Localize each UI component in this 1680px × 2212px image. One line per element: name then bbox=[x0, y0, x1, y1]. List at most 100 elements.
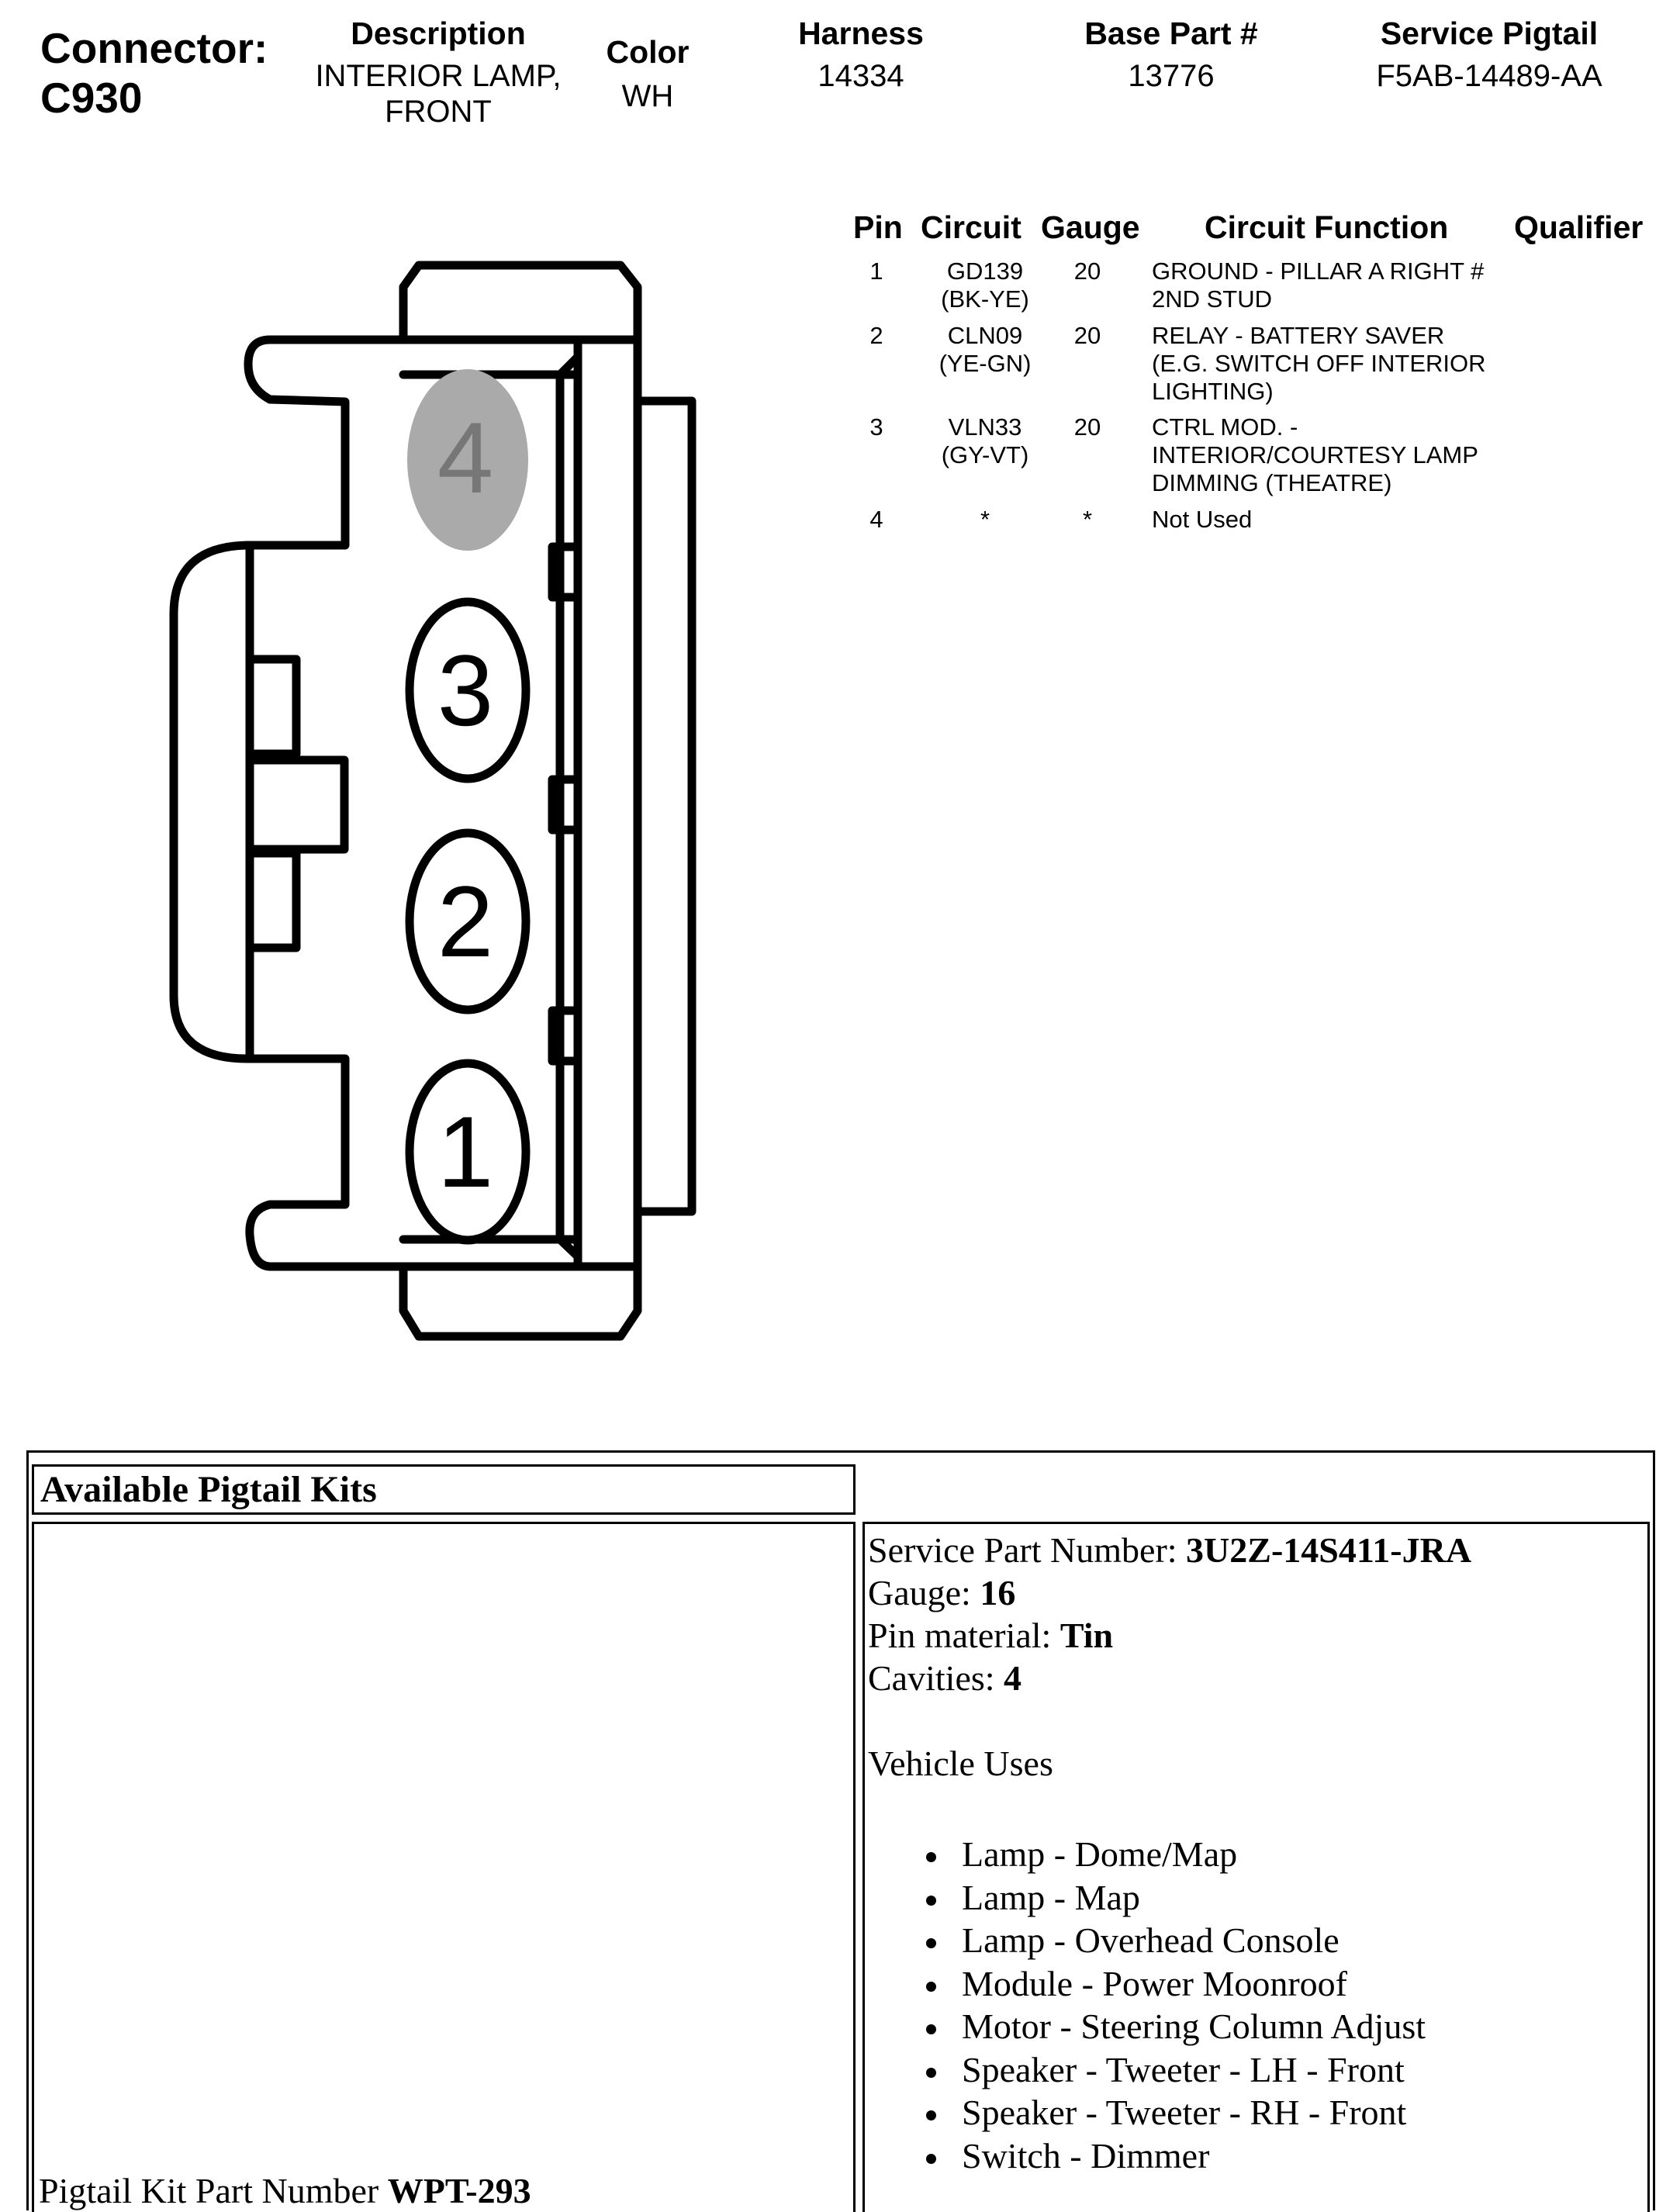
list-item: Lamp - Overhead Console bbox=[868, 1919, 1647, 1962]
latch-block-upper bbox=[245, 655, 301, 759]
circuit-color: (YE-GN) bbox=[939, 350, 1032, 377]
bottom-cap bbox=[399, 1262, 642, 1341]
bullet-icon bbox=[926, 2110, 936, 2120]
circuit-color: (BK-YE) bbox=[941, 285, 1029, 313]
service-pigtail-label: Service Pigtail bbox=[1380, 16, 1599, 51]
gauge-value: 20 bbox=[1073, 322, 1101, 349]
pigtail-section-title-cell: Available Pigtail Kits bbox=[32, 1464, 856, 1515]
connector-id: C930 bbox=[40, 74, 143, 122]
list-item: Lamp - Map bbox=[868, 1876, 1647, 1920]
cavity-1: 1 bbox=[405, 1059, 531, 1245]
description-value-line2: FRONT bbox=[385, 95, 492, 129]
harness-column: Harness 14334 bbox=[745, 16, 977, 94]
pigtail-kit-part-number: Pigtail Kit Part Number WPT-293 bbox=[39, 2169, 531, 2212]
circuit-function: RELAY - BATTERY SAVER (E.G. SWITCH OFF I… bbox=[1152, 322, 1555, 406]
function-line: DIMMING (THEATRE) bbox=[1152, 469, 1392, 496]
cavity-3: 3 bbox=[405, 597, 531, 783]
circuit-id: VLN33 bbox=[948, 413, 1022, 441]
list-item: Speaker - Tweeter - RH - Front bbox=[868, 2091, 1647, 2134]
list-item: Switch - Dimmer bbox=[868, 2134, 1647, 2178]
harness-label: Harness bbox=[798, 16, 924, 51]
gauge: Gauge: 16 bbox=[868, 1571, 1647, 1614]
right-rail bbox=[633, 396, 697, 1216]
gauge-value: 16 bbox=[980, 1573, 1016, 1612]
function-line: GROUND - PILLAR A RIGHT # bbox=[1152, 257, 1485, 285]
cavity-2-shape bbox=[405, 828, 531, 1014]
qualifier-header: Qualifier bbox=[1514, 209, 1644, 245]
color-column: Color WH bbox=[589, 34, 706, 114]
key-3 bbox=[548, 1006, 582, 1066]
right-wall-body bbox=[573, 335, 642, 1271]
pin-material-label: Pin material: bbox=[868, 1616, 1060, 1655]
service-part-value: 3U2Z-14S411-JRA bbox=[1186, 1530, 1472, 1570]
pigtail-details-cell: Service Part Number: 3U2Z-14S411-JRA Gau… bbox=[862, 1522, 1650, 2212]
service-part-number: Service Part Number: 3U2Z-14S411-JRA bbox=[868, 1529, 1647, 1571]
list-item: Lamp - Dome/Map bbox=[868, 1833, 1647, 1876]
bullet-icon bbox=[926, 2024, 936, 2034]
cavities-label: Cavities: bbox=[868, 1658, 1004, 1698]
bullet-icon bbox=[926, 1981, 936, 1992]
list-item: Motor - Steering Column Adjust bbox=[868, 2005, 1647, 2048]
cavity-2: 2 bbox=[405, 828, 531, 1014]
use-label: Lamp - Overhead Console bbox=[962, 1920, 1340, 1960]
base-part-value: 13776 bbox=[1128, 59, 1215, 93]
cavities-value: 4 bbox=[1004, 1658, 1022, 1698]
pigtail-image-cell: Pigtail Kit Part Number WPT-293 bbox=[32, 1522, 856, 2212]
vehicle-uses-list: Lamp - Dome/Map Lamp - Map Lamp - Overhe… bbox=[868, 1833, 1647, 2177]
cavity-1-shape bbox=[405, 1059, 531, 1245]
use-label: Speaker - Tweeter - LH - Front bbox=[962, 2049, 1405, 2089]
pin-material: Pin material: Tin bbox=[868, 1614, 1647, 1657]
cavities: Cavities: 4 bbox=[868, 1657, 1647, 1699]
function-line: CTRL MOD. - bbox=[1152, 413, 1298, 441]
cavity-3-label: 3 bbox=[437, 634, 493, 747]
use-label: Lamp - Map bbox=[962, 1877, 1140, 1917]
gauge-value: 20 bbox=[1073, 257, 1101, 285]
list-item: Module - Power Moonroof bbox=[868, 1962, 1647, 2006]
list-item: Speaker - Tweeter - LH - Front bbox=[868, 2048, 1647, 2092]
kit-part-value: WPT-293 bbox=[387, 2171, 531, 2210]
circuit-code: * bbox=[919, 506, 1051, 534]
circuit-code: GD139 (BK-YE) bbox=[919, 257, 1051, 313]
use-label: Motor - Steering Column Adjust bbox=[962, 2006, 1426, 2046]
cavity-1-label: 1 bbox=[437, 1095, 493, 1208]
pin-number: 2 bbox=[869, 322, 883, 349]
service-pigtail-value: F5AB-14489-AA bbox=[1376, 59, 1602, 93]
function-line: (E.G. SWITCH OFF INTERIOR bbox=[1152, 350, 1486, 377]
cavity-4-label: 4 bbox=[437, 401, 493, 514]
description-label: Description bbox=[351, 16, 526, 51]
cavity-3-shape bbox=[405, 597, 531, 783]
circuit-code: CLN09 (YE-GN) bbox=[919, 322, 1051, 378]
circuit-id: * bbox=[980, 506, 990, 533]
pin-number: 3 bbox=[869, 413, 883, 441]
function-line: INTERIOR/COURTESY LAMP bbox=[1152, 441, 1478, 468]
key-1 bbox=[548, 542, 582, 602]
connector-body-outline bbox=[169, 335, 408, 1271]
gauge-label: Gauge: bbox=[868, 1573, 980, 1612]
bullet-icon bbox=[926, 1852, 936, 1862]
bullet-icon bbox=[926, 1938, 936, 1948]
color-value: WH bbox=[621, 79, 674, 113]
cavity-2-label: 2 bbox=[437, 865, 493, 978]
connector-face-diagram: 4 3 2 1 bbox=[169, 261, 697, 1341]
pigtail-section-title: Available Pigtail Kits bbox=[40, 1469, 377, 1510]
base-part-label: Base Part # bbox=[1084, 16, 1258, 51]
pigtail-kits-frame bbox=[26, 1450, 1655, 2210]
function-header: Circuit Function bbox=[1205, 209, 1449, 245]
base-part-column: Base Part # 13776 bbox=[1047, 16, 1295, 94]
latch-block-lower bbox=[245, 849, 301, 952]
pin-material-value: Tin bbox=[1060, 1616, 1114, 1655]
circuit-id: CLN09 bbox=[947, 322, 1023, 349]
pin-header: Pin bbox=[853, 209, 903, 245]
harness-value: 14334 bbox=[818, 59, 904, 93]
latch-block-middle bbox=[245, 755, 349, 854]
use-label: Lamp - Dome/Map bbox=[962, 1834, 1238, 1874]
service-pigtail-column: Service Pigtail F5AB-14489-AA bbox=[1350, 16, 1629, 94]
function-line: 2ND STUD bbox=[1152, 285, 1273, 313]
gauge-value: * bbox=[1082, 506, 1093, 533]
circuit-id: GD139 bbox=[946, 257, 1024, 285]
bullet-icon bbox=[926, 1895, 936, 1906]
use-label: Module - Power Moonroof bbox=[962, 1963, 1347, 2003]
function-line: RELAY - BATTERY SAVER bbox=[1152, 322, 1445, 349]
use-label: Speaker - Tweeter - RH - Front bbox=[962, 2093, 1407, 2132]
kit-part-label: Pigtail Kit Part Number bbox=[39, 2171, 388, 2210]
